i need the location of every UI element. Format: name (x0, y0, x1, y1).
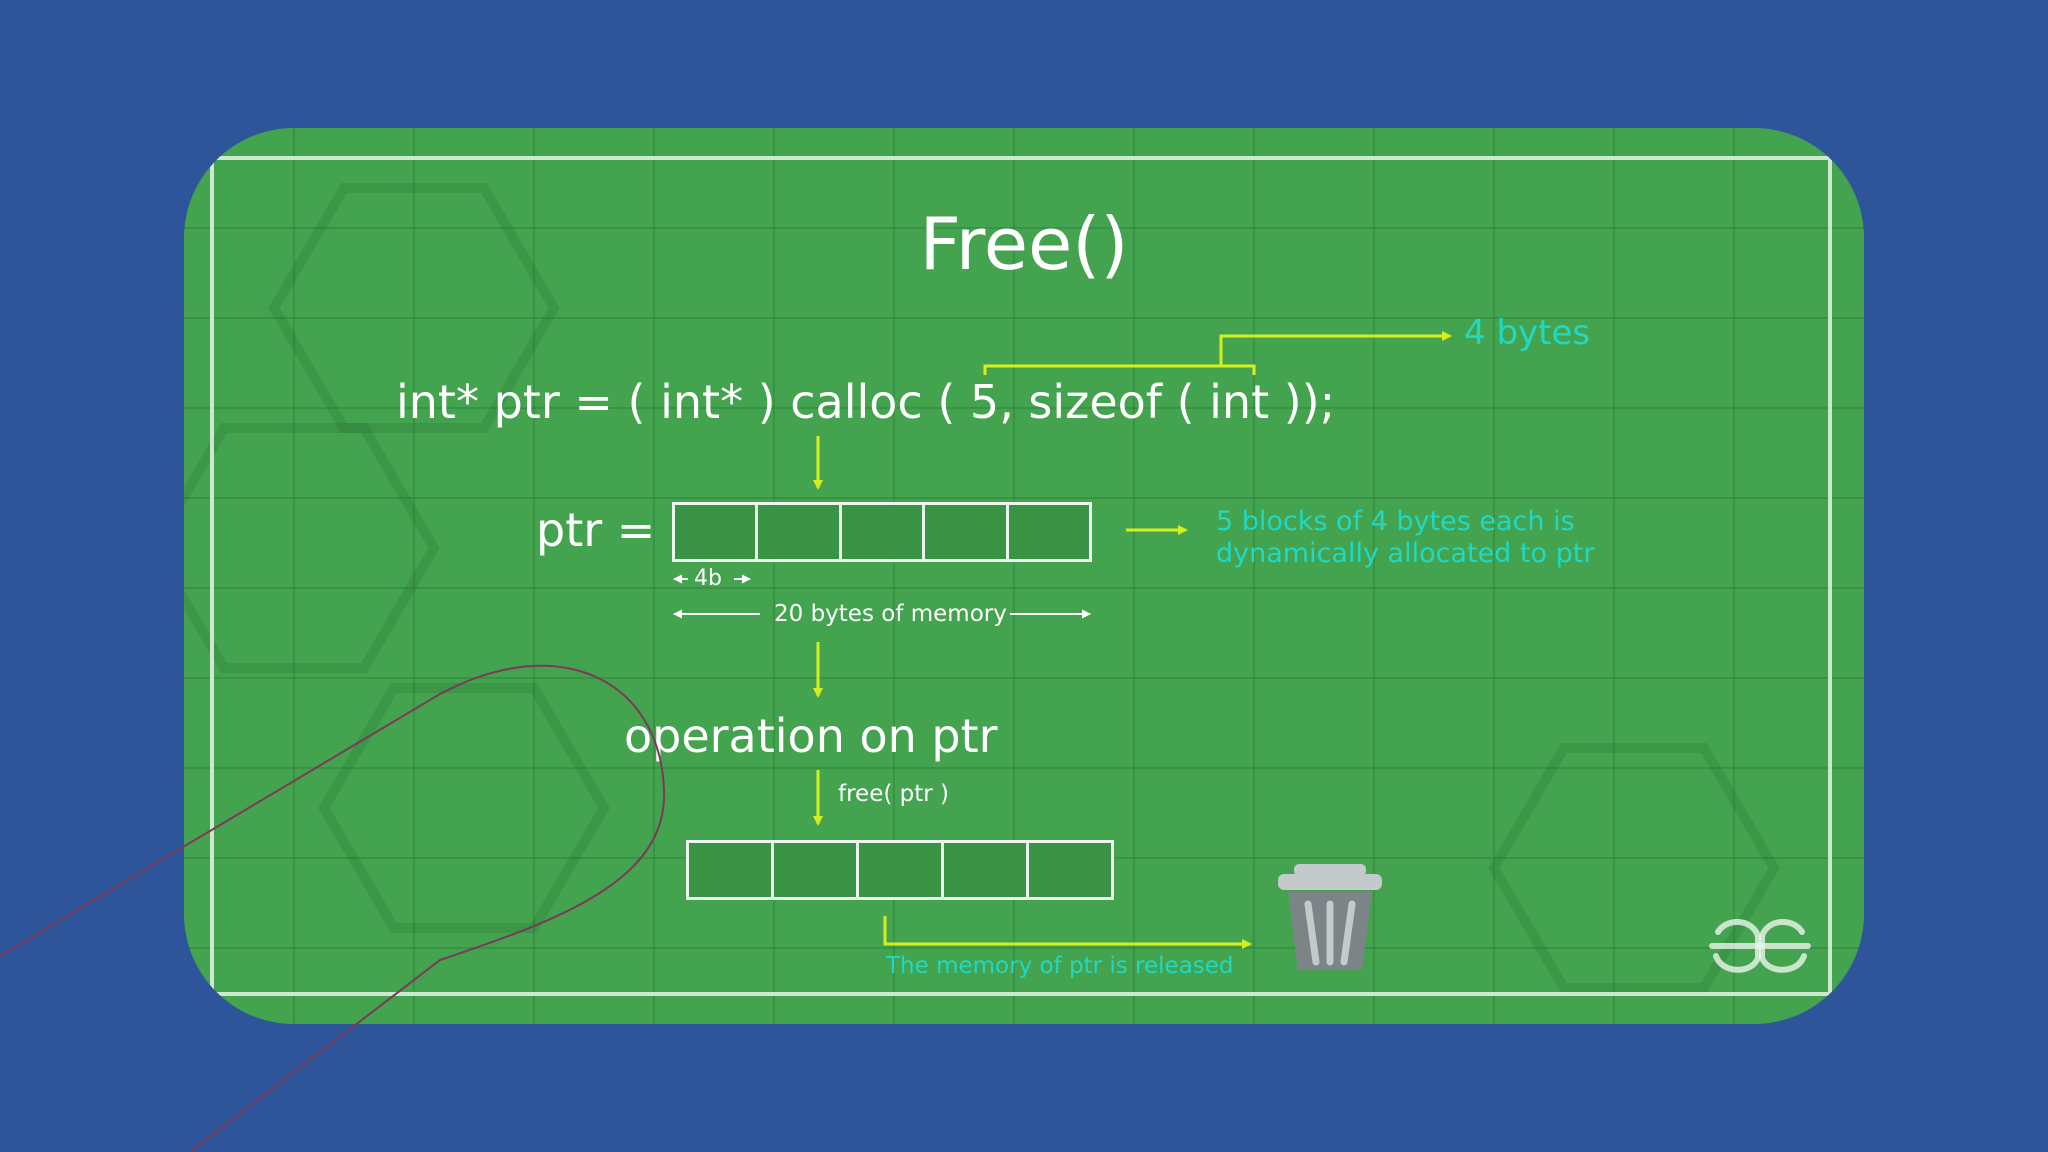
memory-block (1029, 843, 1111, 897)
operation-label: operation on ptr (624, 709, 998, 763)
block-size-label: 4b (694, 566, 722, 591)
allocation-note: 5 blocks of 4 bytes each is dynamically … (1216, 506, 1636, 570)
geeksforgeeks-logo (1709, 919, 1811, 973)
memory-block (675, 505, 759, 559)
memory-block (758, 505, 842, 559)
memory-block (689, 843, 774, 897)
memory-block (1008, 505, 1090, 559)
calloc-code-line: int* ptr = ( int* ) calloc ( 5, sizeof (… (396, 375, 1336, 429)
allocation-note-line-1: 5 blocks of 4 bytes each is (1216, 506, 1575, 537)
ptr-label: ptr = (536, 503, 656, 557)
card-frame (210, 156, 1832, 996)
memory-block (944, 843, 1029, 897)
allocation-note-line-2: dynamically allocated to ptr (1216, 538, 1595, 569)
memory-block (841, 505, 926, 559)
memory-size-label: 20 bytes of memory (774, 601, 1007, 627)
sizeof-bytes-label: 4 bytes (1464, 313, 1591, 353)
freed-memory-blocks (686, 840, 1114, 900)
memory-released-label: The memory of ptr is released (886, 953, 1234, 979)
memory-block (774, 843, 859, 897)
allocated-memory-blocks (672, 502, 1092, 562)
memory-block (859, 843, 944, 897)
diagram-title: Free() (919, 202, 1129, 286)
memory-block (925, 505, 1009, 559)
trash-icon (1278, 864, 1382, 970)
free-call-label: free( ptr ) (838, 781, 949, 807)
